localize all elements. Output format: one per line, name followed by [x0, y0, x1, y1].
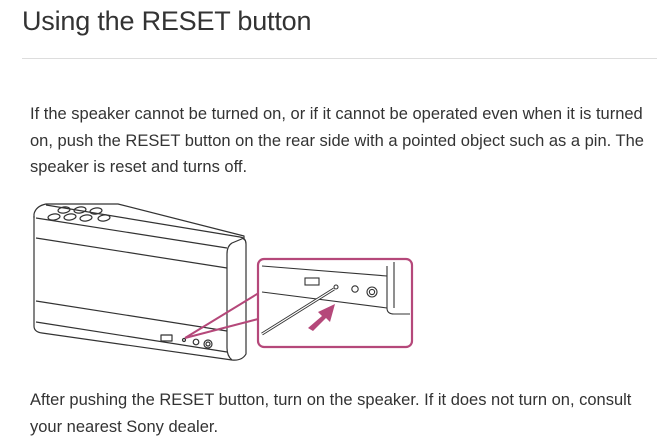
title-divider: [22, 58, 657, 59]
followup-paragraph: After pushing the RESET button, turn on …: [30, 391, 632, 436]
page-title: Using the RESET button: [22, 6, 312, 36]
speaker-reset-illustration: [22, 196, 422, 366]
instruction-paragraph: If the speaker cannot be turned on, or i…: [30, 105, 644, 176]
